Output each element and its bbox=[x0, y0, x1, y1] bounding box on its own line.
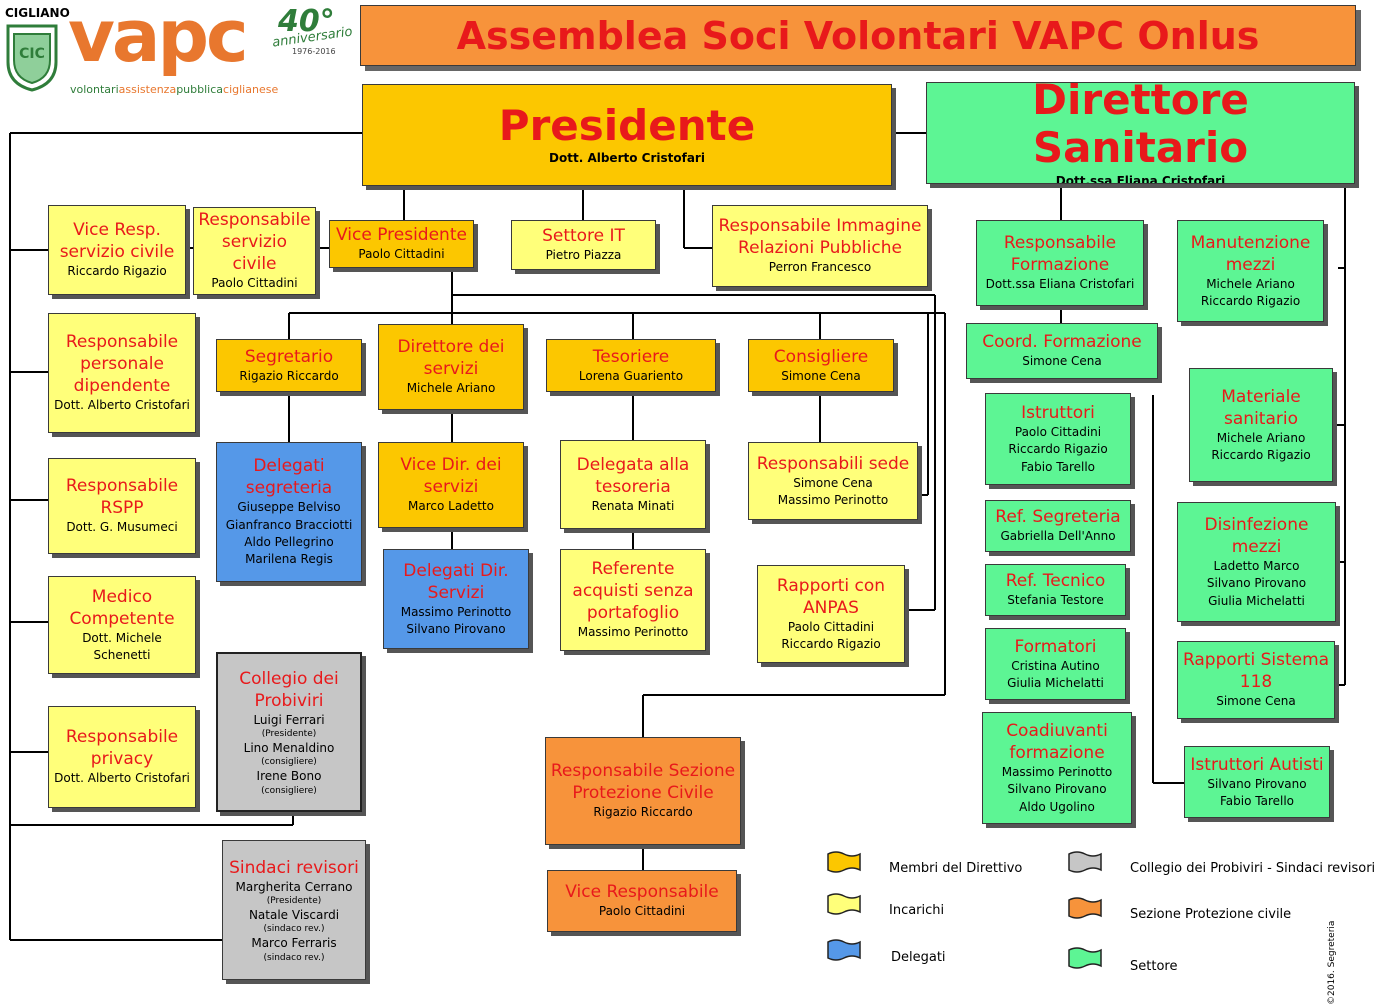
copyright: ©2016. Segreteria bbox=[1327, 920, 1337, 1005]
box-collegio-probiviri: Collegio dei Probiviri Luigi Ferrari (Pr… bbox=[216, 652, 362, 812]
box-coord-formazione: Coord. Formazione Simone Cena bbox=[966, 323, 1158, 379]
box-disinfezione-mezzi: Disinfezione mezzi Ladetto Marco Silvano… bbox=[1177, 502, 1336, 622]
box-referente-acquisti: Referente acquisti senza portafoglio Mas… bbox=[560, 549, 706, 651]
page-title: Assemblea Soci Volontari VAPC Onlus bbox=[456, 13, 1260, 58]
logo-tagline: volontariassistenzapubblicaciglianese bbox=[70, 83, 279, 96]
direttore-title: Direttore Sanitario bbox=[1032, 82, 1249, 173]
box-coadiuvanti-formazione: Coadiuvanti formazione Massimo Perinotto… bbox=[982, 712, 1132, 824]
box-materiale-sanitario: Materiale sanitario Michele Ariano Ricca… bbox=[1189, 368, 1333, 482]
box-ref-segreteria: Ref. Segreteria Gabriella Dell'Anno bbox=[985, 500, 1131, 552]
box-segretario: Segretario Rigazio Riccardo bbox=[216, 339, 362, 392]
legend-flag-incarichi-icon bbox=[827, 893, 861, 915]
box-resp-protezione-civile: Responsabile Sezione Protezione Civile R… bbox=[545, 737, 741, 845]
box-resp-personale: Responsabile personale dipendente Dott. … bbox=[48, 313, 196, 433]
box-responsabili-sede: Responsabili sede Simone Cena Massimo Pe… bbox=[748, 442, 918, 520]
legend-settore: Settore bbox=[1130, 959, 1178, 974]
logo-shield-letters: CIC bbox=[19, 46, 45, 62]
box-tesoriere: Tesoriere Lorena Guariento bbox=[546, 339, 716, 392]
box-istruttori: Istruttori Paolo Cittadini Riccardo Riga… bbox=[985, 393, 1131, 485]
legend-flag-protezione-icon bbox=[1068, 897, 1102, 919]
legend-flag-probiviri-icon bbox=[1068, 851, 1102, 873]
town-shield-icon bbox=[6, 24, 58, 92]
box-ref-tecnico: Ref. Tecnico Stefania Testore bbox=[985, 564, 1126, 616]
presidente-name: Dott. Alberto Cristofari bbox=[549, 151, 705, 166]
box-vice-responsabile: Vice Responsabile Paolo Cittadini bbox=[547, 870, 737, 932]
box-consigliere: Consigliere Simone Cena bbox=[748, 339, 894, 392]
legend-flag-settore-icon bbox=[1068, 947, 1102, 969]
box-istruttori-autisti: Istruttori Autisti Silvano Pirovano Fabi… bbox=[1184, 746, 1330, 818]
header-banner: Assemblea Soci Volontari VAPC Onlus bbox=[360, 5, 1356, 66]
box-delegati-segreteria: Delegati segreteria Giuseppe Belviso Gia… bbox=[216, 442, 362, 582]
box-resp-servizio-civile: Responsabile servizio civile Paolo Citta… bbox=[193, 207, 316, 295]
legend-protezione: Sezione Protezione civile bbox=[1130, 907, 1292, 922]
box-resp-privacy: Responsabile privacy Dott. Alberto Crist… bbox=[48, 706, 196, 808]
box-resp-formazione: Responsabile Formazione Dott.ssa Eliana … bbox=[976, 220, 1144, 306]
logo-town: CIGLIANO bbox=[5, 6, 70, 20]
logo-years: 1976-2016 bbox=[292, 47, 336, 56]
legend-direttivo: Membri del Direttivo bbox=[889, 861, 1023, 876]
legend-flag-direttivo-icon bbox=[827, 851, 861, 873]
legend-delegati: Delegati bbox=[891, 950, 946, 965]
box-rapporti-sistema-118: Rapporti Sistema 118 Simone Cena bbox=[1177, 641, 1335, 719]
legend-flag-delegati-icon bbox=[827, 939, 861, 961]
direttore-name: Dott.ssa Eliana Cristofari bbox=[1055, 173, 1226, 184]
box-rapporti-anpas: Rapporti con ANPAS Paolo Cittadini Ricca… bbox=[757, 565, 905, 663]
legend-probiviri: Collegio dei Probiviri - Sindaci revisor… bbox=[1130, 861, 1376, 876]
box-vice-dir-servizi: Vice Dir. dei servizi Marco Ladetto bbox=[378, 442, 524, 528]
box-resp-rspp: Responsabile RSPP Dott. G. Musumeci bbox=[48, 458, 196, 554]
logo-anniversary: 40° bbox=[278, 4, 335, 39]
box-resp-immagine: Responsabile Immagine Relazioni Pubblich… bbox=[712, 205, 928, 287]
box-direttore-servizi: Direttore dei servizi Michele Ariano bbox=[378, 324, 524, 410]
box-delegati-dir-servizi: Delegati Dir. Servizi Massimo Perinotto … bbox=[383, 549, 529, 649]
box-formatori: Formatori Cristina Autino Giulia Michela… bbox=[985, 628, 1126, 700]
box-medico-competente: Medico Competente Dott. Michele Schenett… bbox=[48, 576, 196, 674]
box-sindaci-revisori: Sindaci revisori Margherita Cerrano (Pre… bbox=[222, 840, 366, 980]
box-vice-resp-servizio-civile: Vice Resp. servizio civile Riccardo Riga… bbox=[48, 205, 186, 295]
presidente-title: Presidente bbox=[498, 101, 756, 151]
box-presidente: Presidente Dott. Alberto Cristofari bbox=[362, 84, 892, 186]
logo-brand: vapc bbox=[68, 0, 249, 78]
legend-incarichi: Incarichi bbox=[889, 903, 945, 918]
box-delegata-tesoreria: Delegata alla tesoreria Renata Minati bbox=[560, 440, 706, 529]
box-direttore-sanitario: Direttore Sanitario Dott.ssa Eliana Cris… bbox=[926, 82, 1355, 184]
box-settore-it: Settore IT Pietro Piazza bbox=[511, 220, 656, 270]
box-manutenzione-mezzi: Manutenzione mezzi Michele Ariano Riccar… bbox=[1177, 220, 1324, 322]
box-vice-presidente: Vice Presidente Paolo Cittadini bbox=[329, 220, 474, 268]
